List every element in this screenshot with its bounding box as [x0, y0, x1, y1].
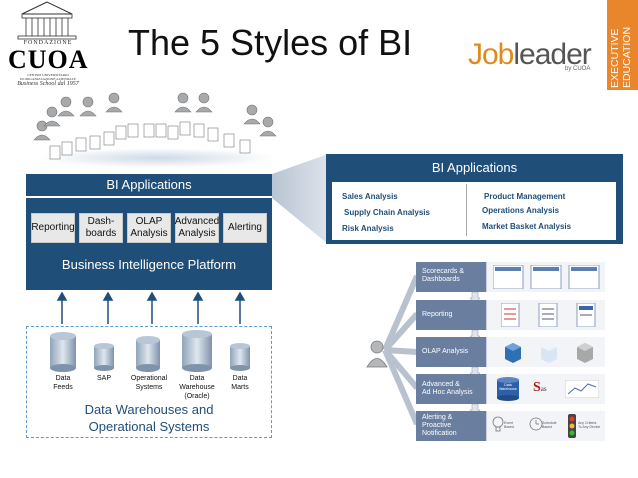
user-icon	[243, 104, 261, 125]
traffic-light-icon	[568, 414, 576, 438]
source-data-marts: Data Marts	[231, 375, 249, 391]
page-title: The 5 Styles of BI	[128, 22, 413, 63]
sas-logo: Sas	[533, 380, 547, 395]
bi-applications-header-right: BI Applications	[431, 160, 518, 175]
tool-alerting[interactable]: Alerting	[223, 213, 267, 243]
style-row-scorecards[interactable]: Scorecards & Dashboards	[416, 262, 605, 292]
tool-advanced-analysis[interactable]: Advanced Analysis	[175, 213, 219, 243]
database-icon	[50, 332, 76, 372]
tool-reporting[interactable]: Reporting	[31, 213, 75, 243]
database-icon	[136, 336, 160, 372]
user-icon	[57, 96, 75, 117]
source-data-warehouse: Data Warehouse (Oracle)	[179, 375, 215, 400]
app-sales-analysis[interactable]: Sales Analysis	[342, 192, 398, 201]
database-icons	[50, 330, 250, 372]
olap-cube-thumbnails	[486, 337, 605, 367]
advanced-analysis-thumbnails: Data Warehouse Sas	[486, 374, 605, 404]
data-warehouse-icon	[497, 377, 519, 401]
dashboard-thumbnails	[486, 262, 605, 292]
bi-applications-list	[332, 182, 616, 240]
users-cloud	[33, 92, 278, 168]
tool-dashboards[interactable]: Dash- boards	[79, 213, 123, 243]
executive-education-band: EXECUTIVE EDUCATION	[607, 0, 638, 90]
lightbulb-icon	[492, 416, 504, 432]
cube-icon	[577, 343, 593, 363]
app-product-management[interactable]: Product Management	[484, 192, 566, 201]
style-row-alerting[interactable]: Alerting & Proactive Notification Event …	[416, 411, 605, 441]
cube-icon	[505, 343, 521, 363]
user-icon	[259, 116, 277, 137]
user-icon	[79, 96, 97, 117]
database-icon	[94, 343, 114, 371]
style-row-advanced[interactable]: Advanced & Ad Hoc Analysis Data Warehous…	[416, 374, 605, 404]
cuoa-name: CUOA	[8, 45, 89, 74]
style-tree-lines	[382, 274, 420, 426]
schedule-based-label: Schedule Based	[542, 421, 557, 429]
bi-platform-panel	[26, 198, 272, 290]
app-market-basket-analysis[interactable]: Market Basket Analysis	[482, 222, 572, 231]
building-icon	[17, 1, 77, 40]
user-icon	[366, 340, 388, 368]
style-label-alerting: Alerting & Proactive Notification	[422, 414, 457, 437]
source-data-feeds: Data Feeds	[53, 375, 73, 391]
cuoa-subtitle: CENTRO UNIVERSITARIO DI ORGANIZZAZIONE A…	[20, 73, 76, 81]
jobleader-by: by CUOA	[565, 66, 591, 72]
list-divider	[466, 184, 467, 236]
data-warehouses-label: Data Warehouses and Operational Systems	[84, 402, 214, 434]
up-arrows	[56, 292, 246, 324]
database-icon	[230, 343, 250, 371]
data-warehouse-label: Data Warehouse	[499, 383, 517, 391]
app-supply-chain-analysis[interactable]: Supply Chain Analysis	[344, 208, 430, 217]
user-icon	[105, 92, 123, 113]
style-label-reporting: Reporting	[422, 311, 453, 318]
bi-applications-header-left: BI Applications	[26, 174, 272, 196]
database-icon	[182, 330, 212, 372]
jobleader-logo: Jobleader	[468, 38, 592, 71]
app-operations-analysis[interactable]: Operations Analysis	[482, 206, 560, 215]
style-label-advanced: Advanced & Ad Hoc Analysis	[422, 381, 473, 396]
alerting-thumbnails: Event Based Schedule Based Any Criteria …	[486, 411, 605, 441]
style-row-olap[interactable]: OLAP Analysis	[416, 337, 605, 367]
report-thumbnails	[486, 300, 605, 330]
source-sap: SAP	[96, 375, 111, 382]
style-label-olap: OLAP Analysis	[422, 348, 469, 355]
tool-olap-analysis[interactable]: OLAP Analysis	[127, 213, 171, 243]
app-risk-analysis[interactable]: Risk Analysis	[342, 224, 394, 233]
clock-icon	[529, 417, 543, 431]
cuoa-foundation: FONDAZIONE	[23, 40, 73, 46]
bi-platform-label: Business Intelligence Platform	[61, 257, 237, 272]
chart-thumbnail-icon	[565, 380, 599, 398]
user-icon	[195, 92, 213, 113]
event-based-label: Event Based	[504, 421, 514, 429]
user-icon	[174, 92, 192, 113]
style-label-scorecards: Scorecards & Dashboards	[422, 268, 465, 283]
source-operational-systems: Operational Systems	[130, 375, 168, 391]
user-icon	[43, 106, 61, 127]
style-row-reporting[interactable]: Reporting	[416, 300, 605, 330]
cube-icon	[541, 343, 557, 363]
cuoa-since: Business School dal 1957	[17, 81, 79, 87]
any-criteria-label: Any Criteria To Any Device	[578, 421, 601, 429]
data-warehouses-box	[26, 326, 272, 438]
connector-wedge	[272, 154, 328, 244]
